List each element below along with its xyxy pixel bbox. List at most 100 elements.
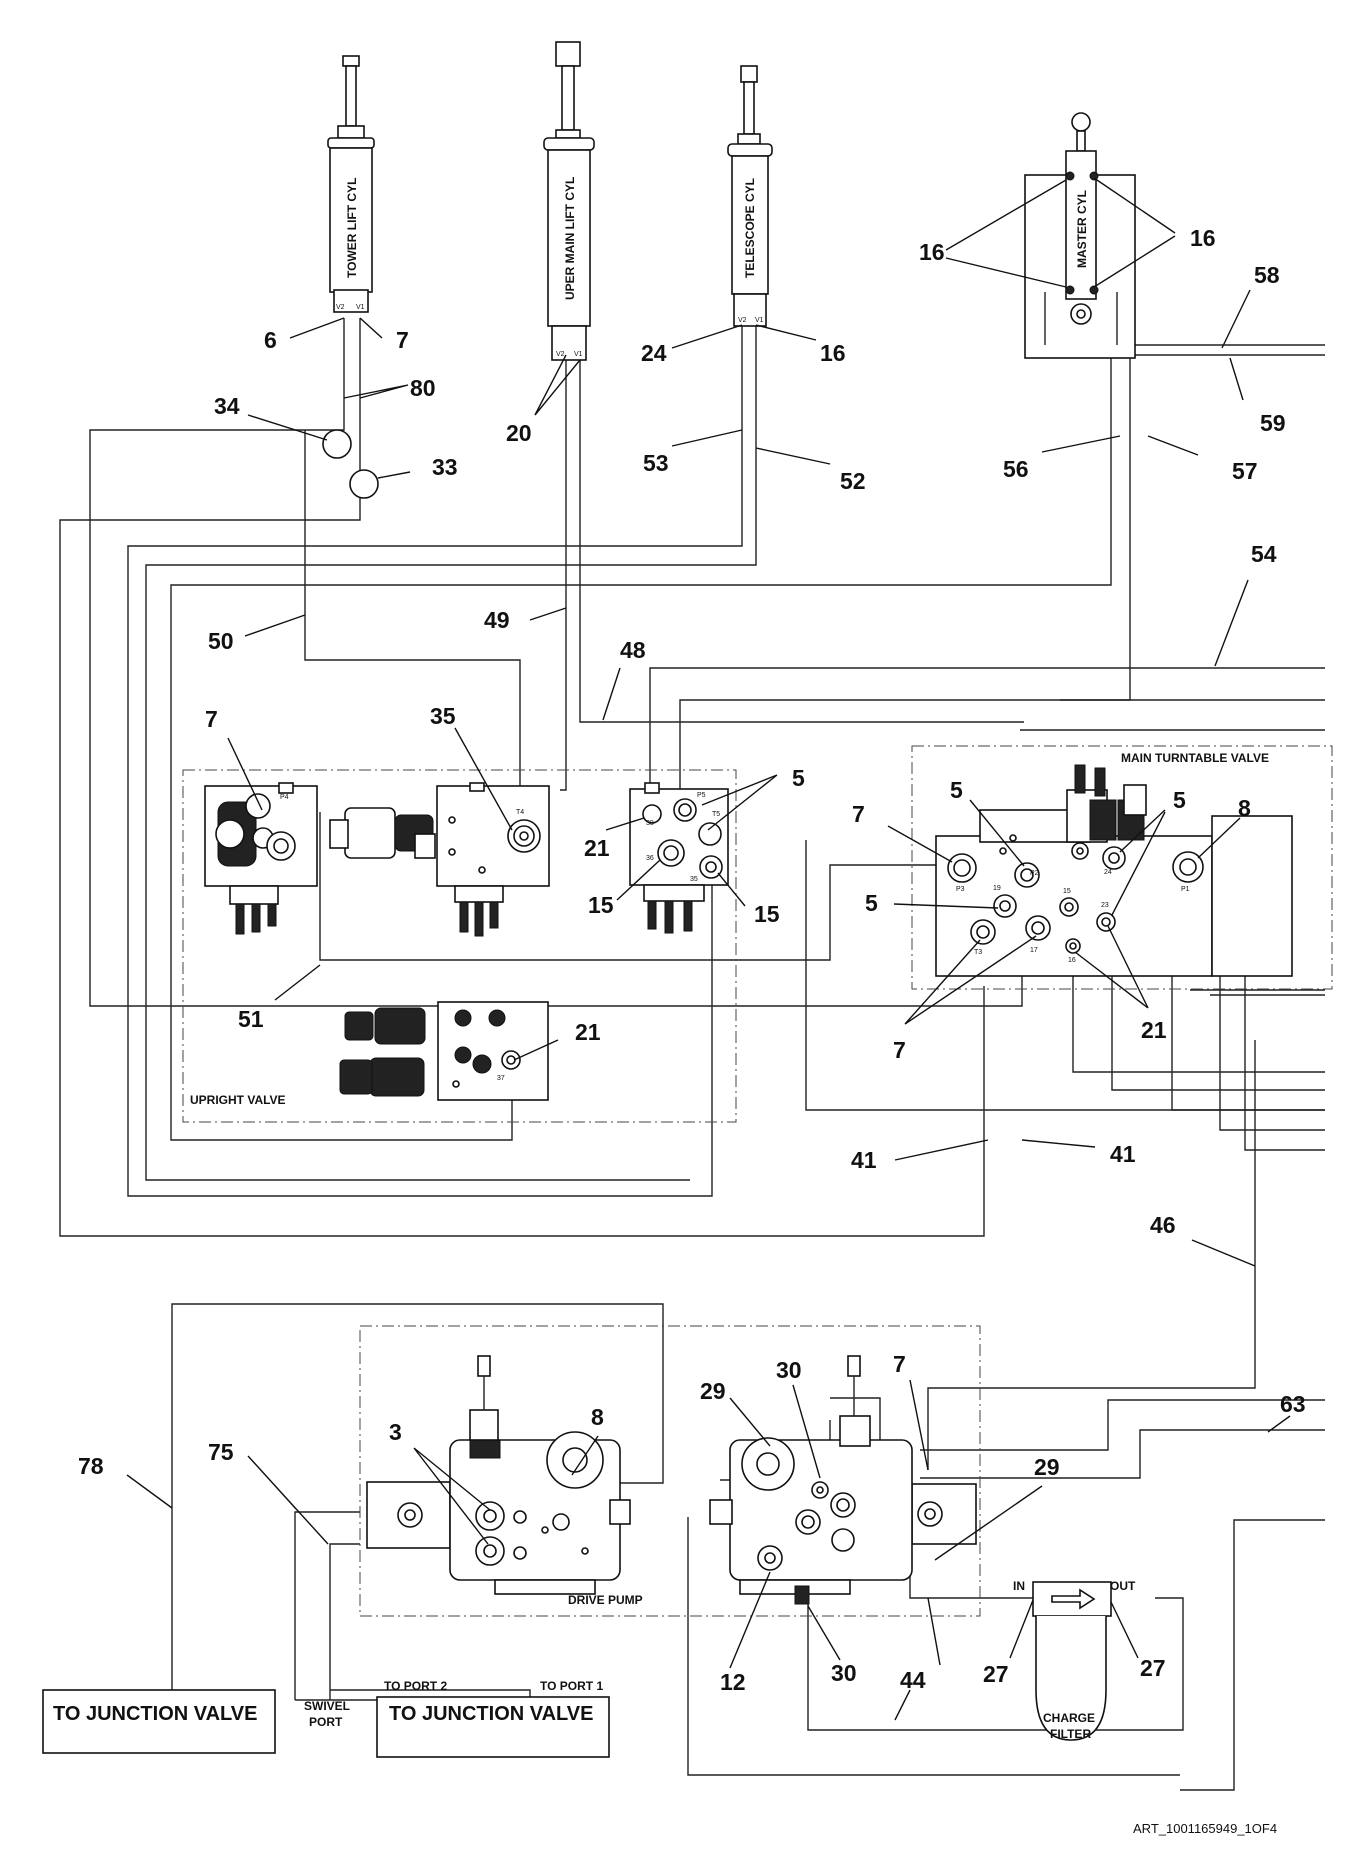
callout-12: 12: [720, 1669, 746, 1695]
callout-58: 58: [1254, 262, 1280, 288]
port-24: 24: [1104, 869, 1112, 876]
upright-valve: UPRIGHT VALVE P4 T4: [182, 769, 737, 1123]
port-38: 38: [646, 820, 654, 827]
upright-valve-label: UPRIGHT VALVE: [190, 1093, 286, 1107]
master-cylinder-label: MASTER CYL: [1075, 190, 1089, 268]
junction-valve-left-label: TO JUNCTION VALVE: [53, 1703, 257, 1725]
tower-lift-cylinder-label: TOWER LIFT CYL: [345, 178, 359, 278]
main-turntable-valve: MAIN TURNTABLE VALVE P3 P2 19 24 P1 15 2…: [911, 745, 1333, 990]
callout-51: 51: [238, 1006, 264, 1032]
callout-7: 7: [852, 801, 865, 827]
port-p1: P1: [1181, 886, 1190, 893]
callout-34: 34: [214, 393, 240, 419]
port-19: 19: [993, 885, 1001, 892]
callout-57: 57: [1232, 458, 1258, 484]
callout-52: 52: [840, 468, 866, 494]
callout-49: 49: [484, 607, 510, 633]
callout-7: 7: [893, 1351, 906, 1377]
callout-33: 33: [432, 454, 458, 480]
port-37: 37: [497, 1075, 505, 1082]
callout-27: 27: [983, 1661, 1009, 1687]
charge-filter-label-2: FILTER: [1050, 1727, 1091, 1741]
port-17: 17: [1030, 947, 1038, 954]
to-port-2-label: TO PORT 2: [384, 1679, 447, 1693]
callout-20: 20: [506, 420, 532, 446]
callout-5: 5: [792, 765, 805, 791]
callout-16: 16: [1190, 225, 1216, 251]
port-p2: P2: [1030, 870, 1039, 877]
hose-lines: [59, 318, 1325, 1791]
charge-filter-label-1: CHARGE: [1043, 1711, 1095, 1725]
callout-80: 80: [410, 375, 436, 401]
callout-56: 56: [1003, 456, 1029, 482]
drive-pump: DRIVE PUMP: [359, 1325, 981, 1617]
fitting-33: [349, 469, 379, 499]
port-15: 15: [1063, 888, 1071, 895]
telescope-cylinder: TELESCOPE CYL V2 V1: [727, 65, 773, 327]
callout-5: 5: [950, 777, 963, 803]
callout-75: 75: [208, 1439, 234, 1465]
port-v1: V1: [574, 351, 583, 358]
callout-59: 59: [1260, 410, 1286, 436]
callout-41: 41: [1110, 1141, 1136, 1167]
port-16: 16: [1068, 957, 1076, 964]
port-p4: P4: [280, 794, 289, 801]
callout-27: 27: [1140, 1655, 1166, 1681]
filter-out-label: OUT: [1110, 1579, 1136, 1593]
callout-29: 29: [1034, 1454, 1060, 1480]
callout-21: 21: [575, 1019, 601, 1045]
filter-in-label: IN: [1013, 1579, 1025, 1593]
port-35: 35: [690, 876, 698, 883]
callout-7: 7: [893, 1037, 906, 1063]
port-v2: V2: [738, 317, 747, 324]
callout-numbers: 6 7 80 34 33 20 24 16 53 52 16 16 58 59 …: [78, 225, 1306, 1695]
callout-7: 7: [396, 327, 409, 353]
charge-filter: IN OUT CHARGE FILTER: [1013, 1579, 1136, 1741]
junction-boxes: TO JUNCTION VALVE TO JUNCTION VALVE SWIV…: [42, 1679, 610, 1758]
junction-valve-right-label: TO JUNCTION VALVE: [389, 1703, 593, 1725]
callout-16: 16: [820, 340, 846, 366]
port-v1: V1: [755, 317, 764, 324]
port-v1: V1: [356, 304, 365, 311]
callout-6: 6: [264, 327, 277, 353]
to-port-1-label: TO PORT 1: [540, 1679, 603, 1693]
port-v2: V2: [556, 351, 565, 358]
callout-78: 78: [78, 1453, 104, 1479]
callout-44: 44: [900, 1667, 926, 1693]
callout-15: 15: [754, 901, 780, 927]
callout-5: 5: [1173, 787, 1186, 813]
callout-8: 8: [1238, 795, 1251, 821]
callout-3: 3: [389, 1419, 402, 1445]
callout-15: 15: [588, 892, 614, 918]
callout-24: 24: [641, 340, 667, 366]
callout-8: 8: [591, 1404, 604, 1430]
callout-5: 5: [865, 890, 878, 916]
port-v2: V2: [336, 304, 345, 311]
upper-main-lift-cylinder-label: UPER MAIN LIFT CYL: [563, 177, 577, 300]
port-p3: P3: [956, 886, 965, 893]
callout-54: 54: [1251, 541, 1277, 567]
callout-35: 35: [430, 703, 456, 729]
port-p5: P5: [697, 792, 706, 799]
callout-29: 29: [700, 1378, 726, 1404]
callout-63: 63: [1280, 1391, 1306, 1417]
drive-pump-label: DRIVE PUMP: [568, 1593, 643, 1607]
callout-7: 7: [205, 706, 218, 732]
telescope-cylinder-label: TELESCOPE CYL: [743, 178, 757, 278]
port-t3: T3: [974, 949, 982, 956]
port-36: 36: [646, 855, 654, 862]
leader-lines: [126, 177, 1291, 1721]
master-cylinder: MASTER CYL: [1024, 112, 1136, 359]
upper-main-lift-cylinder: UPER MAIN LIFT CYL V2 V1: [543, 41, 595, 361]
callout-21: 21: [1141, 1017, 1167, 1043]
port-23: 23: [1101, 902, 1109, 909]
callout-30: 30: [831, 1660, 857, 1686]
callout-16: 16: [919, 239, 945, 265]
tower-lift-cylinder: TOWER LIFT CYL V2 V1: [327, 55, 375, 313]
swivel-port-label-2: PORT: [309, 1715, 343, 1729]
port-t4: T4: [516, 809, 524, 816]
callout-53: 53: [643, 450, 669, 476]
main-turntable-valve-label: MAIN TURNTABLE VALVE: [1121, 751, 1269, 765]
callout-21: 21: [584, 835, 610, 861]
